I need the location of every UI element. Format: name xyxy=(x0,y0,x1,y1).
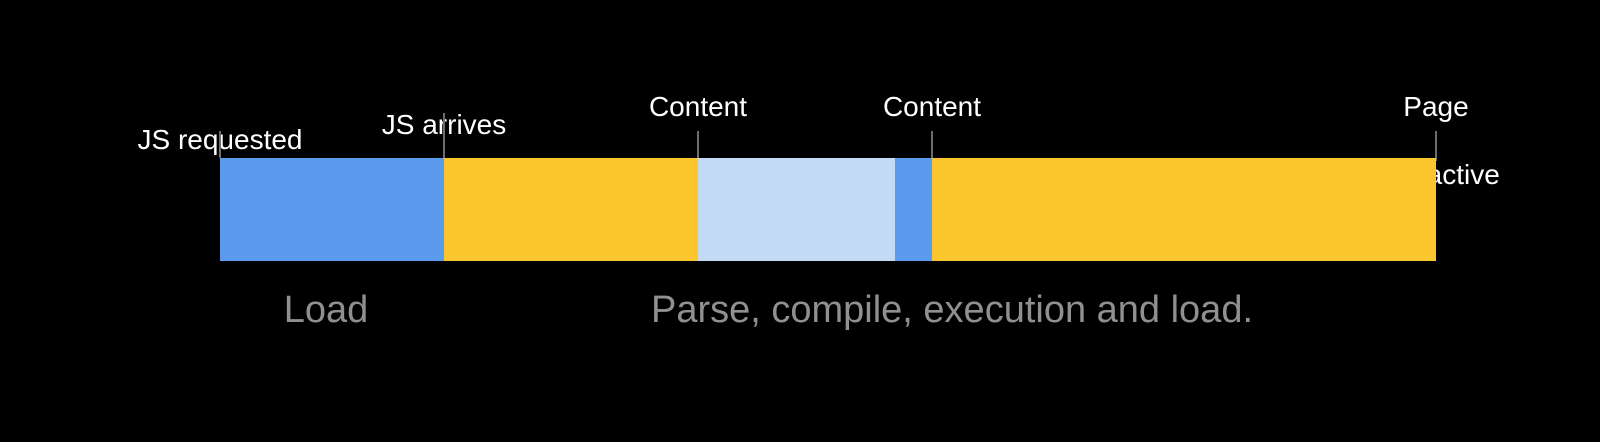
tick-line-js-requested xyxy=(219,131,221,158)
caption-load-text: Load xyxy=(283,289,369,331)
timeline-bar xyxy=(220,158,1436,261)
tick-line-js-arrives xyxy=(443,113,445,158)
bar-segment-content-fetch-wait xyxy=(698,158,895,261)
bar-segment-load-js xyxy=(220,158,444,261)
marker-label-js-arrives: JS arrives xyxy=(310,74,578,142)
tick-line-content-fetch xyxy=(697,131,699,158)
caption-load: Load xyxy=(126,288,526,332)
tick-line-page-interactive xyxy=(1435,131,1437,161)
tick-line-content-arrives xyxy=(931,131,933,158)
bar-segment-parse-compile-execute-2 xyxy=(932,158,1436,261)
caption-parse: Parse, compile, execution and load. xyxy=(552,288,1352,332)
marker-label-content-fetch-line1: Content xyxy=(648,91,748,122)
bar-segment-content-load xyxy=(895,158,932,261)
marker-label-page-interactive-line1: Page xyxy=(1403,91,1469,122)
marker-label-js-arrives-text: JS arrives xyxy=(381,109,507,140)
caption-parse-text: Parse, compile, execution and load. xyxy=(650,289,1254,331)
marker-label-content-arrives-line1: Content xyxy=(882,91,982,122)
marker-label-js-requested: JS requested xyxy=(86,89,354,157)
bar-segment-parse-compile-execute-1 xyxy=(444,158,698,261)
marker-label-js-requested-text: JS requested xyxy=(137,124,303,155)
